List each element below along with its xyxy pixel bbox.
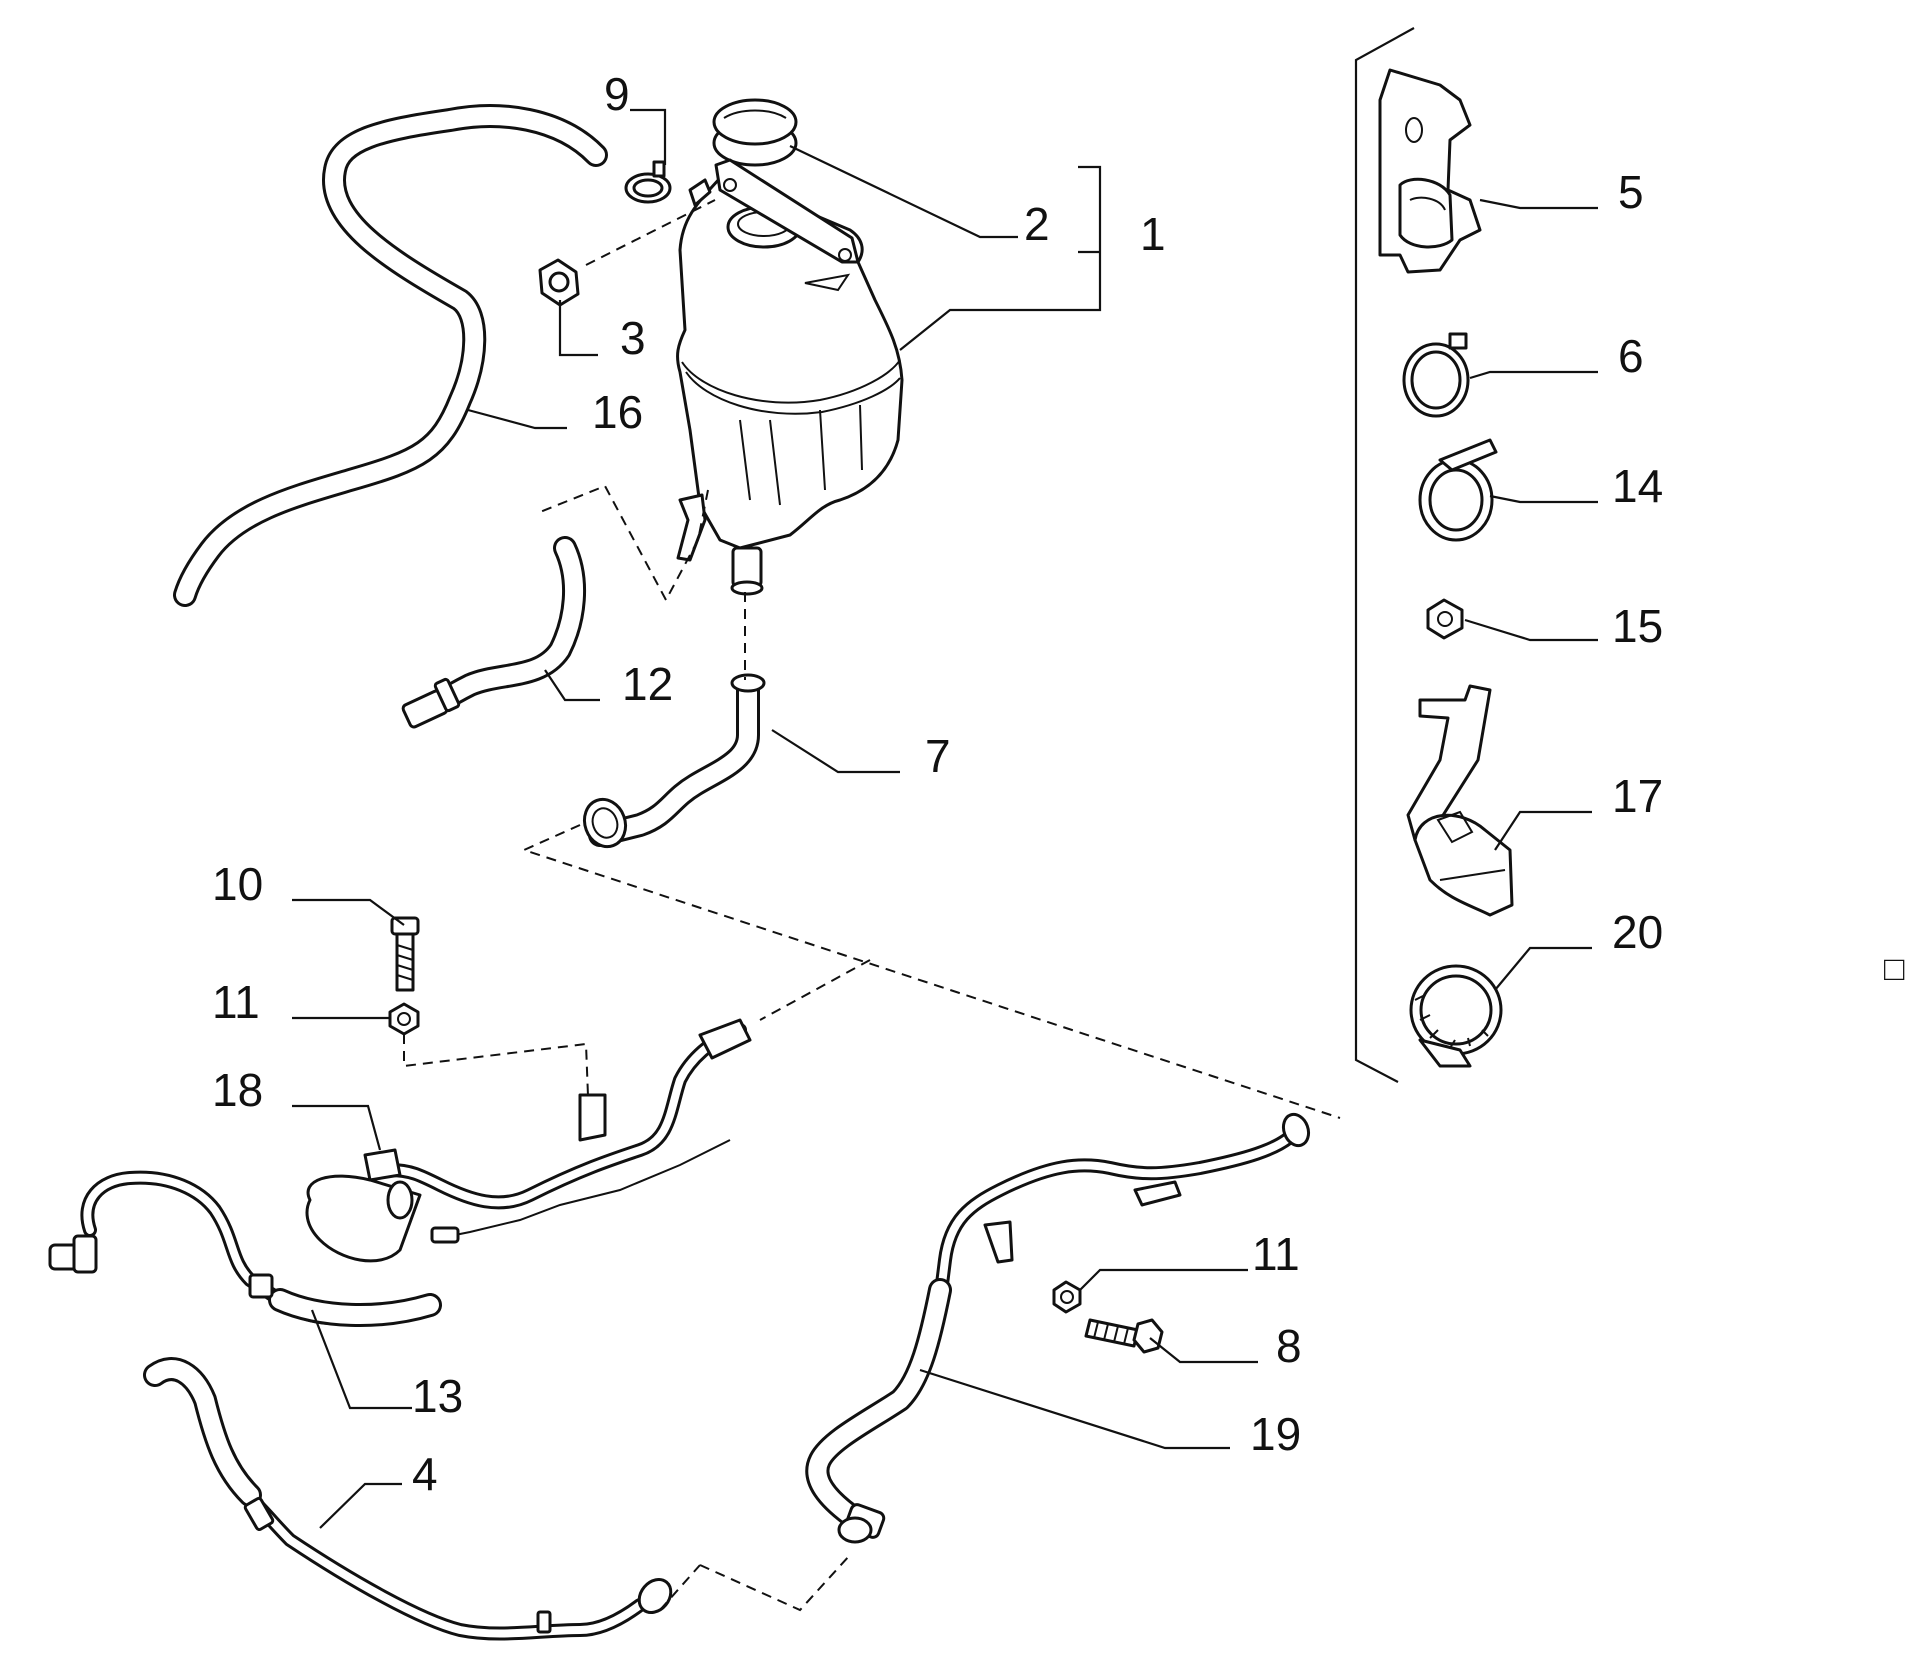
hose-part-12 <box>401 536 586 729</box>
callout-15: 15 <box>1612 600 1663 652</box>
accessory-column <box>1354 27 1415 1083</box>
pipe-part-19 <box>805 1112 1311 1544</box>
pipe-part-13 <box>48 1170 442 1328</box>
callout-14: 14 <box>1612 460 1663 512</box>
pipe-part-4 <box>143 1357 673 1641</box>
clamp-part-9 <box>624 160 672 204</box>
pipe-bracket-part-18 <box>305 1018 752 1263</box>
callout-7: 7 <box>925 730 951 782</box>
nut-part-15 <box>1426 598 1464 640</box>
callout-12: 12 <box>622 658 673 710</box>
callout-1: 1 <box>1140 208 1166 260</box>
cap-part-2 <box>712 98 798 167</box>
callout-13: 13 <box>412 1370 463 1422</box>
nut-part-11-upper <box>388 1002 420 1036</box>
bracket-part-17 <box>1406 684 1514 917</box>
assembly-lines <box>403 199 1341 1612</box>
nut-part-11-lower <box>1052 1280 1082 1314</box>
nut-part-3 <box>538 258 580 307</box>
callout-2: 2 <box>1024 198 1050 250</box>
callout-16: 16 <box>592 386 643 438</box>
callout-18: 18 <box>212 1064 263 1116</box>
hose-part-16 <box>173 104 608 607</box>
callout-9: 9 <box>604 68 630 120</box>
hose-part-7 <box>582 673 766 849</box>
tank-part-1 <box>676 158 904 596</box>
callout-19: 19 <box>1250 1408 1301 1460</box>
clamp-part-14 <box>1418 438 1498 542</box>
callout-3: 3 <box>620 312 646 364</box>
corner-mark: □ <box>1884 950 1905 988</box>
callout-17: 17 <box>1612 770 1663 822</box>
callout-6: 6 <box>1618 330 1644 382</box>
callout-labels: 1 2 3 4 5 6 7 8 9 10 11 11 12 13 14 15 1… <box>212 68 1905 1500</box>
bolt-part-10 <box>390 916 420 992</box>
callout-5: 5 <box>1618 166 1644 218</box>
callout-11-upper: 11 <box>212 976 260 1028</box>
bolt-part-8 <box>1084 1318 1164 1354</box>
callout-8: 8 <box>1276 1320 1302 1372</box>
callout-11-lower: 11 <box>1252 1228 1300 1280</box>
clamp-part-20 <box>1409 964 1503 1068</box>
callout-20: 20 <box>1612 906 1663 958</box>
callout-4: 4 <box>412 1448 438 1500</box>
bracket-part-5 <box>1378 68 1482 274</box>
clamp-part-6 <box>1402 332 1470 418</box>
leader-lines <box>292 108 1598 1529</box>
callout-10: 10 <box>212 858 263 910</box>
